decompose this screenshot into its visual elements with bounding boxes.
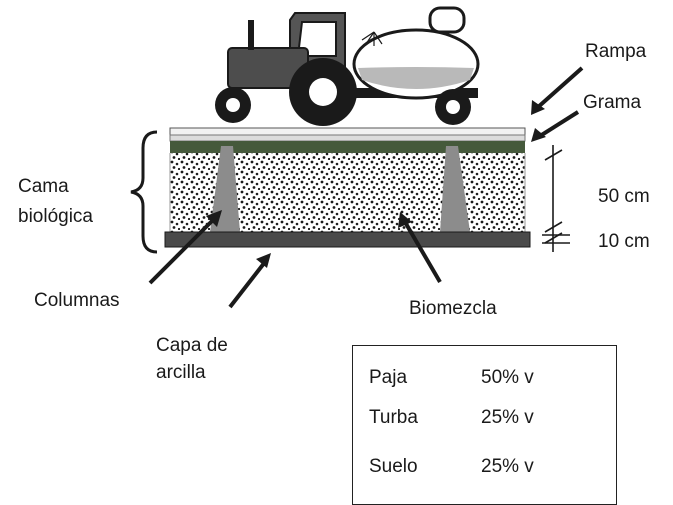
label-height-bottom: 10 cm <box>598 231 650 252</box>
ramp-layer <box>169 127 526 136</box>
bed-brace <box>130 130 158 254</box>
label-rampa: Rampa <box>585 41 647 62</box>
composition-value: 25% v <box>481 407 534 428</box>
label-height-top: 50 cm <box>598 186 650 207</box>
column-left <box>210 146 240 232</box>
label-capa-line1: Capa de <box>156 335 228 356</box>
clay-layer <box>164 231 531 248</box>
composition-name: Paja <box>369 367 408 388</box>
tractor-illustration <box>215 6 480 126</box>
composition-value: 50% v <box>481 367 534 388</box>
composition-value: 25% v <box>481 456 534 477</box>
label-grama: Grama <box>583 92 642 113</box>
pointer-arrows <box>148 66 584 309</box>
label-columnas: Columnas <box>34 290 120 311</box>
label-capa-line2: arcilla <box>156 362 206 383</box>
composition-name: Suelo <box>369 456 418 477</box>
composition-table: Paja 50% v Turba 25% v Suelo 25% v <box>352 345 617 505</box>
label-biomezcla: Biomezcla <box>409 298 497 319</box>
label-cama-line2: biológica <box>18 206 93 227</box>
column-right <box>440 146 470 232</box>
composition-name: Turba <box>369 407 418 428</box>
grass-layer <box>170 141 525 153</box>
dimension-markers <box>542 145 570 252</box>
label-cama-line1: Cama <box>18 176 69 197</box>
